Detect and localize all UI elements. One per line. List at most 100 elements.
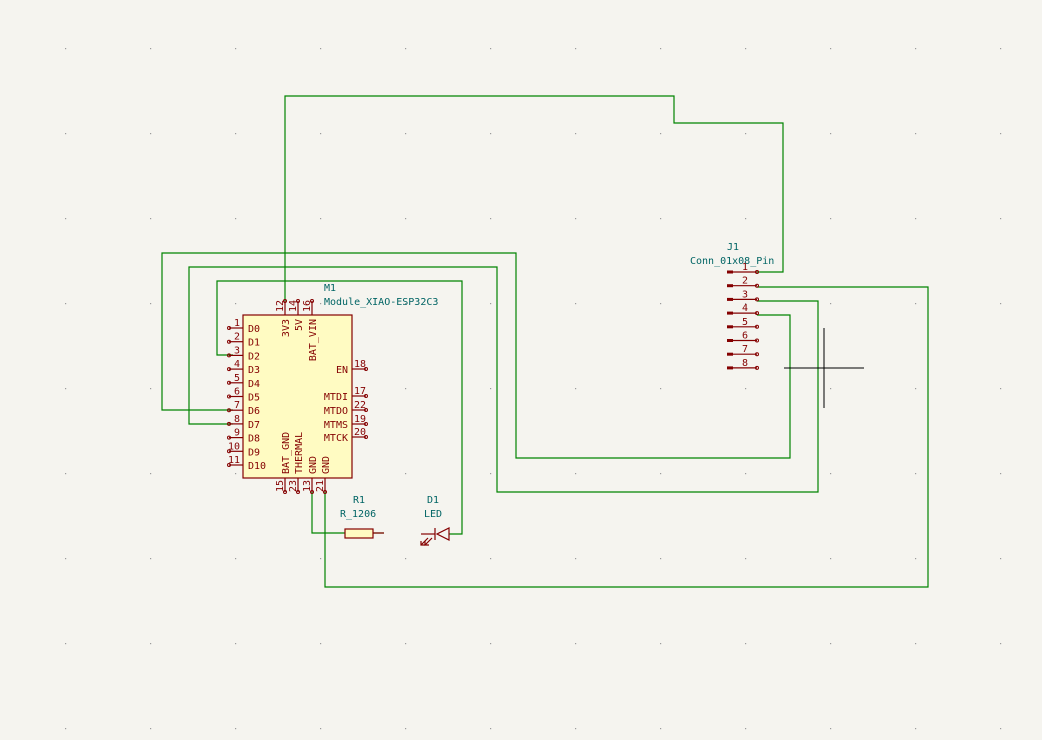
wire-3v3-to-j1-pin1[interactable]: [284, 95, 784, 301]
grid-dot: [1000, 133, 1002, 135]
module-pin-name: BAT_GND: [281, 432, 292, 474]
wire-d7-to-j1-pin3[interactable]: [188, 266, 819, 493]
grid-dot: [915, 218, 917, 220]
grid-dot: [575, 48, 577, 50]
grid-dot: [915, 388, 917, 390]
wire-d2-loop[interactable]: [216, 280, 463, 535]
pin-end-marker: [227, 339, 231, 344]
module-pin-number: 5: [234, 373, 240, 384]
led-arrowhead-1: [420, 541, 425, 546]
connector-pin-body: [727, 325, 733, 329]
module-ref: M1: [324, 283, 336, 294]
pin-end-marker: [296, 299, 300, 303]
grid-dot: [320, 643, 322, 645]
grid-dot: [320, 303, 322, 305]
wires: [161, 95, 929, 588]
grid-dot: [830, 218, 832, 220]
connector-pin-number: 8: [742, 358, 748, 369]
wire-gnd-to-j1-pin2[interactable]: [324, 286, 929, 588]
resistor-value: R_1206: [340, 509, 376, 520]
grid-dot: [490, 388, 492, 390]
grid-dot: [745, 303, 747, 305]
connector-pin-body: [727, 270, 733, 274]
grid-dot: [745, 643, 747, 645]
module-pin-number: 15: [275, 480, 286, 492]
grid-dot: [830, 728, 832, 730]
grid-dot: [915, 643, 917, 645]
grid-dot: [235, 48, 237, 50]
pin-end-marker: [364, 394, 368, 398]
module-pin-name: D1: [248, 338, 260, 349]
module-pin-name: MTDI: [324, 392, 348, 403]
led-value: LED: [424, 509, 442, 520]
grid-dot: [235, 643, 237, 645]
pin-end-marker: [227, 367, 231, 372]
connector-value: Conn_01x08_Pin: [690, 256, 774, 267]
grid-dot: [915, 303, 917, 305]
grid-dot: [575, 728, 577, 730]
grid-dot: [830, 473, 832, 475]
grid-dot: [830, 558, 832, 560]
grid-dot: [915, 133, 917, 135]
crosshair-cursor-icon: [784, 328, 864, 408]
grid-dot: [65, 388, 67, 390]
module-pin-number: 18: [354, 359, 366, 370]
module-pin-number: 14: [288, 300, 299, 312]
grid-dot: [1000, 218, 1002, 220]
pin-end-marker: [296, 490, 300, 494]
grid-dot: [745, 728, 747, 730]
connector-pin-number: 5: [742, 317, 748, 328]
pin-end-marker: [755, 297, 759, 302]
grid-dot: [575, 473, 577, 475]
grid-dot: [660, 558, 662, 560]
grid-dot: [320, 558, 322, 560]
module-pin-number: 4: [234, 359, 240, 370]
grid-dot: [65, 558, 67, 560]
module-pin-number: 8: [234, 414, 240, 425]
module-pin-name: BAT_VIN: [308, 319, 319, 361]
resistor-r1[interactable]: R1 R_1206: [340, 495, 384, 539]
wire-gnd-to-r1[interactable]: [311, 492, 345, 534]
grid-dot: [235, 728, 237, 730]
grid-dot: [150, 388, 152, 390]
grid-dot: [65, 133, 67, 135]
pin-end-marker: [283, 490, 287, 494]
grid-dot: [405, 303, 407, 305]
module-pin-number: 3: [234, 345, 240, 356]
led-ref: D1: [427, 495, 439, 506]
pin-end-marker: [364, 435, 368, 439]
connector-pin-number: 3: [742, 289, 748, 300]
module-pin-name: MTDO: [324, 406, 348, 417]
grid-dot: [660, 218, 662, 220]
pin-end-marker: [755, 365, 759, 370]
grid-dot: [235, 133, 237, 135]
grid-dot: [405, 48, 407, 50]
module-m1[interactable]: M1 Module_XIAO-ESP32C3 1D02D13D24D35D46D…: [227, 283, 439, 494]
module-pin-number: 21: [315, 480, 326, 492]
connector-pin-body: [727, 366, 733, 370]
grid-dot: [490, 643, 492, 645]
grid-dot: [660, 133, 662, 135]
module-pin-name: D3: [248, 365, 260, 376]
grid-dot: [660, 728, 662, 730]
module-pin-number: 7: [234, 400, 240, 411]
connector-ref: J1: [727, 242, 739, 253]
led-d1[interactable]: D1 LED: [420, 495, 450, 546]
grid-dot: [830, 643, 832, 645]
grid-dot: [150, 218, 152, 220]
grid-dot: [745, 48, 747, 50]
module-pin-name: D9: [248, 447, 260, 458]
pin-end-marker: [227, 435, 231, 440]
wire-d6-to-j1-pin4[interactable]: [161, 252, 791, 459]
grid-dot: [490, 728, 492, 730]
connector-pin-number: 4: [742, 303, 748, 314]
grid-dot: [915, 48, 917, 50]
grid-dot: [490, 558, 492, 560]
module-pin-number: 17: [354, 386, 366, 397]
connector-pin-body: [727, 352, 733, 356]
module-pin-name: GND: [321, 456, 332, 474]
